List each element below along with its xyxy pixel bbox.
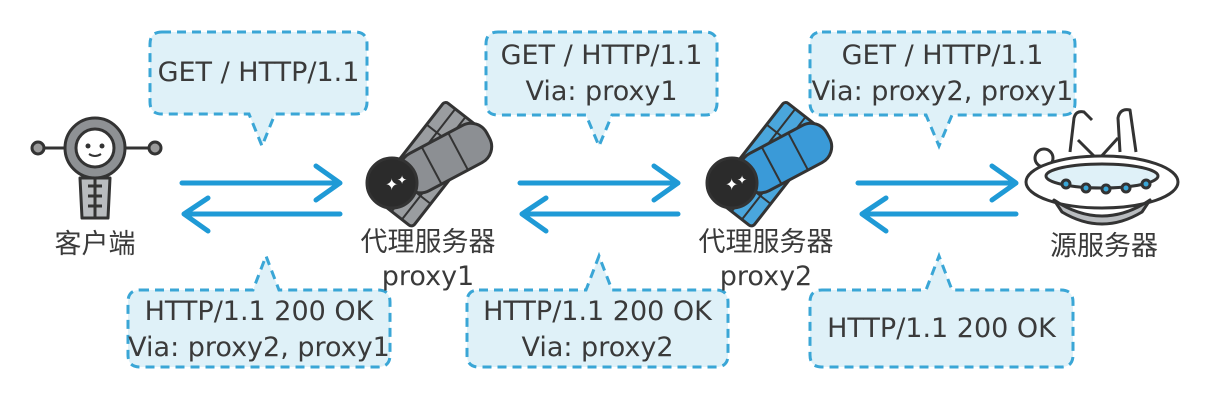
svg-text:✦: ✦	[385, 175, 398, 194]
proxy2-sublabel: proxy2	[719, 261, 813, 292]
request-bubble-1	[148, 30, 369, 150]
response-bubble-2	[465, 251, 730, 369]
request-arrow-2	[517, 163, 681, 203]
proxy2-label-text: 代理服务器	[698, 227, 834, 258]
robot-icon	[30, 116, 163, 220]
response-bubble-3	[808, 251, 1075, 369]
origin-label: 源服务器	[1024, 230, 1184, 264]
request-2-line1: GET / HTTP/1.1	[500, 40, 703, 71]
response-bubble-1	[126, 251, 392, 369]
response-3-text: HTTP/1.1 200 OK	[810, 311, 1073, 347]
request-arrow-3	[855, 163, 1019, 203]
proxy2-label: 代理服务器 proxy2	[684, 226, 848, 294]
client-label: 客户端	[30, 228, 160, 262]
blue-satellite-icon: ✦ ✦	[705, 101, 834, 228]
request-3-line2: Via: proxy2, proxy1	[811, 76, 1074, 107]
proxy1-label: 代理服务器 proxy1	[346, 226, 510, 294]
response-arrow-2	[519, 195, 681, 234]
proxy1-sublabel: proxy1	[381, 261, 475, 292]
response-1-line1: HTTP/1.1 200 OK	[144, 296, 374, 327]
proxy1-label-text: 代理服务器	[360, 227, 496, 258]
svg-text:✦: ✦	[725, 175, 738, 194]
request-2-text: GET / HTTP/1.1 Via: proxy1	[486, 38, 717, 110]
response-2-line1: HTTP/1.1 200 OK	[483, 296, 712, 327]
request-2-line2: Via: proxy1	[525, 76, 678, 107]
request-1-line1: GET / HTTP/1.1	[157, 57, 360, 88]
response-arrow-3	[859, 195, 1019, 234]
response-3-line1: HTTP/1.1 200 OK	[827, 313, 1056, 344]
response-arrow-1	[181, 195, 343, 234]
request-3-line1: GET / HTTP/1.1	[841, 40, 1044, 71]
response-2-text: HTTP/1.1 200 OK Via: proxy2	[467, 294, 728, 366]
arrows	[179, 163, 1019, 234]
svg-text:✦: ✦	[397, 173, 407, 187]
ufo-icon	[1024, 108, 1180, 226]
client-label-text: 客户端	[54, 229, 136, 260]
request-1-text: GET / HTTP/1.1	[150, 55, 367, 91]
request-3-text: GET / HTTP/1.1 Via: proxy2, proxy1	[810, 38, 1075, 110]
svg-text:✦: ✦	[737, 173, 747, 187]
request-bubble-3	[808, 30, 1077, 150]
response-1-line2: Via: proxy2, proxy1	[128, 332, 390, 363]
response-2-line2: Via: proxy2	[521, 332, 674, 363]
request-bubble-2	[484, 30, 719, 150]
gray-satellite-icon: ✦ ✦	[365, 101, 494, 228]
origin-label-text: 源服务器	[1050, 231, 1158, 262]
response-1-text: HTTP/1.1 200 OK Via: proxy2, proxy1	[128, 294, 390, 366]
request-arrow-1	[179, 163, 343, 203]
